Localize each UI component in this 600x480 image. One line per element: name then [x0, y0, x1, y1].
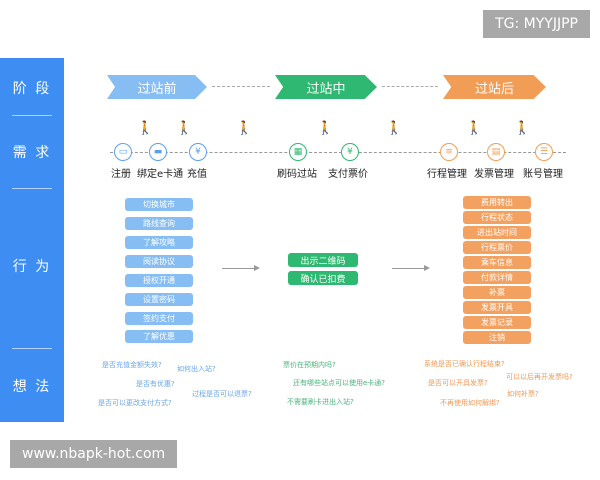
qr-icon: ▦ — [289, 143, 307, 161]
flow-arrow — [222, 268, 254, 269]
need-label: 账号管理 — [523, 169, 563, 180]
thought-before: 如何出入站? — [177, 365, 216, 373]
actions-row-label: 行 为 — [12, 259, 52, 275]
walker-icon: 🚶 — [137, 121, 154, 136]
action-before: 路线查询 — [125, 217, 193, 230]
thought-during: 不需要刷卡进出入站? — [287, 398, 354, 406]
thought-before: 是否充值金额失效? — [102, 361, 162, 369]
receipt-icon: ▤ — [487, 143, 505, 161]
account-icon: ☰ — [535, 143, 553, 161]
action-before: 了解攻略 — [125, 236, 193, 249]
action-before: 了解优惠 — [125, 330, 193, 343]
thought-after: 是否可以开具发票? — [428, 379, 488, 387]
flow-arrow — [392, 268, 424, 269]
action-after: 费用转出 — [463, 196, 531, 209]
stage-during: 过站中 — [275, 75, 377, 99]
need-label: 发票管理 — [474, 169, 514, 180]
action-during: 出示二维码 — [288, 253, 358, 267]
doc-icon: ≡ — [440, 143, 458, 161]
sidebar-divider — [12, 188, 52, 189]
walker-icon: 🚶 — [236, 121, 253, 136]
walker-icon: 🚶 — [176, 121, 193, 136]
action-after: 进出站时间 — [463, 226, 531, 239]
action-after: 发票开具 — [463, 301, 531, 314]
site-watermark: www.nbapk-hot.com — [10, 440, 178, 468]
need-label: 刷码过站 — [277, 169, 317, 180]
thought-during: 票价在预期内吗? — [283, 361, 336, 369]
needs-row-label: 需 求 — [12, 145, 52, 161]
need-label: 绑定e卡通 — [137, 169, 184, 180]
action-during: 确认已扣费 — [288, 271, 358, 285]
thought-after: 可以以后再开发票吗? — [506, 373, 573, 381]
action-before: 签约支付 — [125, 312, 193, 325]
thoughts-row-label: 想 法 — [12, 379, 52, 395]
sidebar: 阶 段 需 求 行 为 想 法 — [0, 58, 64, 422]
thought-after: 不再使用如何解绑? — [440, 399, 500, 407]
action-after: 发票记录 — [463, 316, 531, 329]
arrow-head-icon — [254, 265, 260, 271]
action-before: 阅读协议 — [125, 255, 193, 268]
coin-icon: ¥ — [189, 143, 207, 161]
stage-connector — [382, 86, 438, 87]
action-after: 补票 — [463, 286, 531, 299]
walker-icon: 🚶 — [466, 121, 483, 136]
action-before: 切换城市 — [125, 198, 193, 211]
action-after: 行程票价 — [463, 241, 531, 254]
stage-row-label: 阶 段 — [12, 81, 52, 97]
action-before: 设置密码 — [125, 293, 193, 306]
thought-after: 系统是否已确认行程结束? — [424, 360, 505, 368]
stage-before: 过站前 — [107, 75, 207, 99]
need-label: 支付票价 — [328, 169, 368, 180]
needs-timeline — [110, 152, 566, 153]
need-label: 行程管理 — [427, 169, 467, 180]
sidebar-divider — [12, 115, 52, 116]
arrow-head-icon — [424, 265, 430, 271]
thought-before: 是否有优惠? — [136, 380, 175, 388]
stage-after: 过站后 — [443, 75, 546, 99]
stage-connector — [212, 86, 270, 87]
need-label: 注册 — [111, 169, 131, 180]
sidebar-divider — [12, 348, 52, 349]
action-after: 乘车信息 — [463, 256, 531, 269]
thought-during: 还有哪些站点可以使用e卡通? — [293, 379, 386, 387]
action-before: 授权开通 — [125, 274, 193, 287]
coin-icon: ¥ — [341, 143, 359, 161]
thought-before: 是否可以更改支付方式? — [98, 399, 172, 407]
walker-icon: 🚶 — [317, 121, 334, 136]
walker-icon: 🚶 — [514, 121, 531, 136]
thought-after: 如何补票? — [507, 390, 539, 398]
thought-before: 过程是否可以退票? — [192, 390, 252, 398]
need-label: 充值 — [187, 169, 207, 180]
tg-tag: TG: MYYJJPP — [483, 10, 590, 38]
action-after: 行程状态 — [463, 211, 531, 224]
card-icon: ▬ — [149, 143, 167, 161]
action-after: 注销 — [463, 331, 531, 344]
action-after: 付款详情 — [463, 271, 531, 284]
walker-icon: 🚶 — [386, 121, 403, 136]
card-icon: ▭ — [114, 143, 132, 161]
